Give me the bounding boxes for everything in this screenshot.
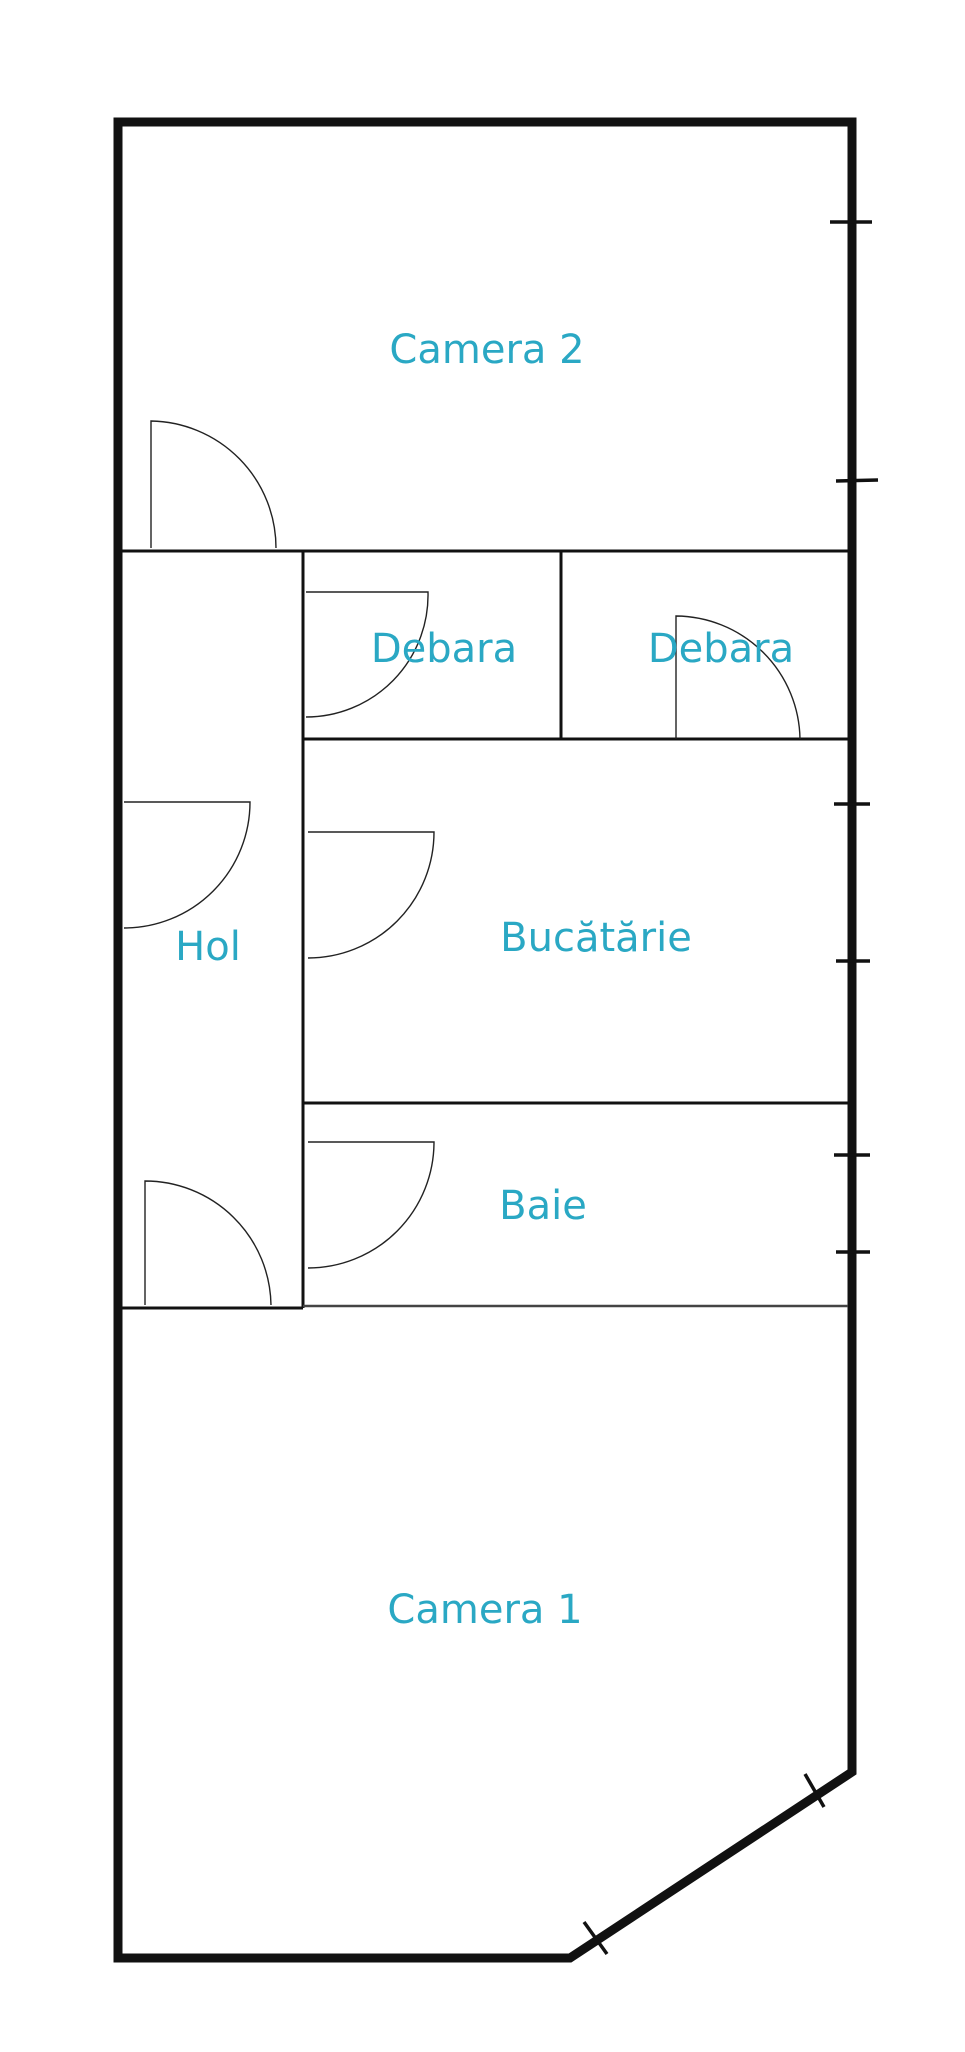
room-label-debara-left: Debara: [371, 626, 517, 672]
door-debara-right: [675, 615, 801, 740]
room-labels: Camera 2 Debara Debara Hol Bucătărie Bai…: [175, 327, 794, 1633]
interior-walls: [120, 549, 848, 1310]
door-bucatarie: [307, 831, 435, 959]
door-swings: [123, 420, 801, 1306]
window-tick: [582, 1920, 609, 1956]
door-baie: [307, 1141, 435, 1269]
door-debara-left: [305, 591, 429, 718]
room-label-debara-right: Debara: [648, 626, 794, 672]
door-camera2: [150, 420, 277, 549]
room-label-bucatarie: Bucătărie: [500, 915, 692, 961]
door-hol-top: [123, 801, 251, 929]
window-tick: [803, 1773, 826, 1808]
window-tick: [835, 478, 879, 483]
room-label-camera1: Camera 1: [387, 1587, 582, 1633]
room-label-baie: Baie: [499, 1183, 587, 1229]
room-label-hol: Hol: [175, 924, 241, 970]
room-label-camera2: Camera 2: [389, 327, 584, 373]
window-marks: [582, 220, 879, 1956]
outer-wall: [113, 117, 857, 1963]
door-hol-bottom: [144, 1180, 272, 1306]
